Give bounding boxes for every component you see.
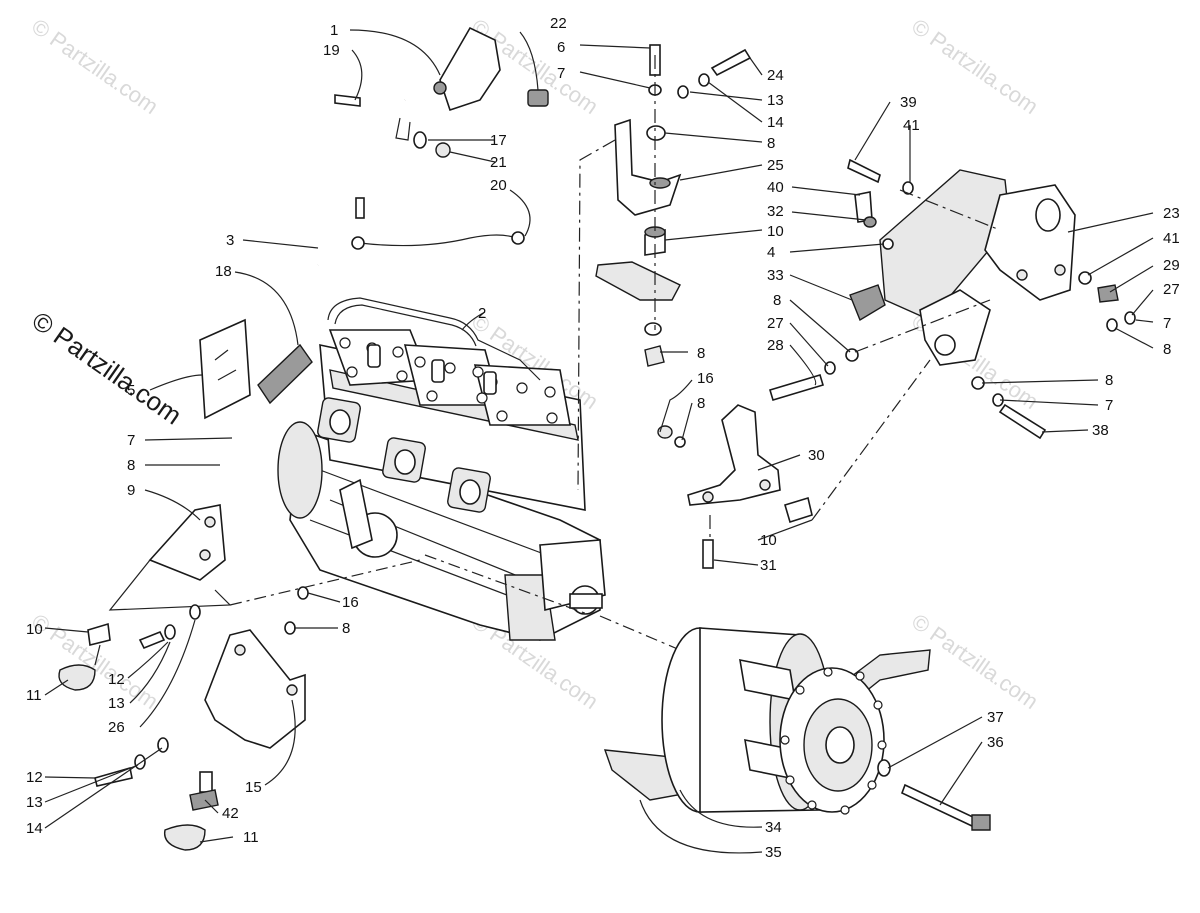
callout-1: 1 xyxy=(330,22,338,39)
callout-13-mid: 13 xyxy=(108,695,125,712)
callout-10-left: 10 xyxy=(26,621,43,638)
callout-11-left: 11 xyxy=(26,687,42,704)
callout-4: 4 xyxy=(767,244,775,261)
watermark-top-left: © Partzilla.com xyxy=(27,14,163,120)
callout-41-right: 41 xyxy=(1163,230,1180,247)
callout-8-center: 8 xyxy=(697,345,705,362)
leader-lines xyxy=(44,29,1154,854)
callout-10-mid: 10 xyxy=(760,532,777,549)
callout-17: 17 xyxy=(490,132,507,149)
callout-16-center: 16 xyxy=(697,370,714,387)
callout-8-far-right: 8 xyxy=(1163,341,1171,358)
callout-20: 20 xyxy=(490,177,507,194)
callout-38: 38 xyxy=(1092,422,1109,439)
callout-22: 22 xyxy=(550,15,567,32)
callout-7-left: 7 xyxy=(127,432,135,449)
chaincase-bracket xyxy=(769,158,1136,440)
callout-27-right: 27 xyxy=(1163,281,1180,298)
mount-bracket-30 xyxy=(657,359,931,569)
callout-26: 26 xyxy=(108,719,125,736)
callout-37: 37 xyxy=(987,709,1004,726)
callout-29: 29 xyxy=(1163,257,1180,274)
callout-27-left: 27 xyxy=(767,315,784,332)
callout-35: 35 xyxy=(765,844,782,861)
callout-7-right-lower: 7 xyxy=(1105,397,1113,414)
mount-upper-center xyxy=(577,44,752,491)
callout-15: 15 xyxy=(245,779,262,796)
drive-clutch xyxy=(603,627,991,831)
callout-8-center-lower: 8 xyxy=(697,395,705,412)
callout-14-top: 14 xyxy=(767,114,784,131)
callout-36: 36 xyxy=(987,734,1004,751)
callout-34: 34 xyxy=(765,819,782,836)
callout-labels: 1 2 3 4 5 6 7 7 7 7 8 8 8 8 8 8 8 8 9 10… xyxy=(26,15,1180,861)
watermark-bottom-left: © Partzilla.com xyxy=(27,609,163,715)
callout-3: 3 xyxy=(226,232,234,249)
callout-8-left: 8 xyxy=(127,457,135,474)
callout-13-top: 13 xyxy=(767,92,784,109)
callout-19: 19 xyxy=(323,42,340,59)
callout-12-upper: 12 xyxy=(108,671,125,688)
callout-32: 32 xyxy=(767,203,784,220)
callout-10-top: 10 xyxy=(767,223,784,240)
callout-8-right: 8 xyxy=(773,292,781,309)
mount-bracket-lower xyxy=(94,586,309,851)
mount-bracket-left xyxy=(58,504,681,691)
callout-5: 5 xyxy=(127,382,135,399)
watermark-top-right: © Partzilla.com xyxy=(907,14,1043,120)
callout-13-lower: 13 xyxy=(26,794,43,811)
callout-11-bottom: 11 xyxy=(243,829,259,846)
callout-42: 42 xyxy=(222,805,239,822)
callout-39: 39 xyxy=(900,94,917,111)
callout-41-top: 41 xyxy=(903,117,920,134)
callout-14-lower: 14 xyxy=(26,820,43,837)
callout-28: 28 xyxy=(767,337,784,354)
callout-21: 21 xyxy=(490,154,507,171)
callout-8-right-lower: 8 xyxy=(1105,372,1113,389)
callout-8-top: 8 xyxy=(767,135,775,152)
engine-block xyxy=(277,297,606,641)
callout-31: 31 xyxy=(760,557,777,574)
watermark-side: © Partzilla.com xyxy=(27,305,188,430)
callout-40: 40 xyxy=(767,179,784,196)
callout-16-lower: 16 xyxy=(342,594,359,611)
callout-8-lower: 8 xyxy=(342,620,350,637)
callout-9: 9 xyxy=(127,482,135,499)
decals xyxy=(199,318,313,420)
callout-24: 24 xyxy=(767,67,784,84)
callout-7-top: 7 xyxy=(557,65,565,82)
callout-2: 2 xyxy=(478,305,486,322)
callout-33: 33 xyxy=(767,267,784,284)
callout-25: 25 xyxy=(767,157,784,174)
callout-30: 30 xyxy=(808,447,825,464)
callout-12-lower: 12 xyxy=(26,769,43,786)
callout-7-right-upper: 7 xyxy=(1163,315,1171,332)
hose-bracket-assembly xyxy=(315,26,549,266)
callout-23: 23 xyxy=(1163,205,1180,222)
callout-6: 6 xyxy=(557,39,565,56)
callout-18: 18 xyxy=(215,263,232,280)
